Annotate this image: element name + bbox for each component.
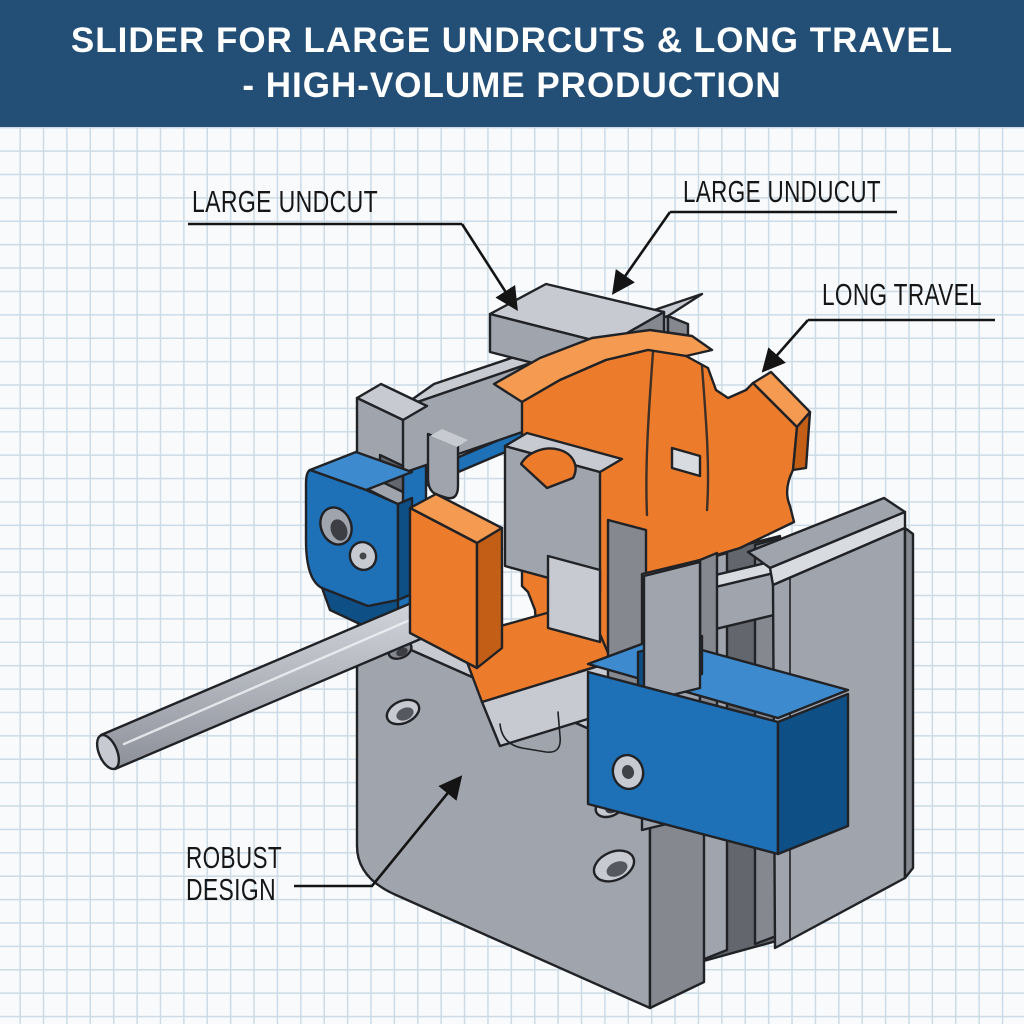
right-blue-clamp [586, 560, 850, 856]
callout-large-undcut-arrow [460, 223, 518, 311]
callout-robust-design-arrow [294, 775, 463, 888]
clamp-bolt [611, 753, 645, 791]
retainer-hole [319, 506, 353, 546]
orange-pin-block [408, 492, 504, 670]
wedge-block [670, 446, 702, 478]
title-line-1: SLIDER FOR LARGE UNDRCUTS & LONG TRAVEL [70, 20, 954, 60]
base-counterbore-bottom [592, 849, 636, 883]
callout-robust-design: ROBUST DESIGN [186, 775, 463, 907]
callout-long-travel-text: LONG TRAVEL [822, 277, 982, 312]
mold-slider-assembly [95, 282, 915, 1010]
callout-large-unducut-arrow [611, 211, 672, 295]
callout-large-unducut-text: LARGE UNDUCUT [683, 174, 881, 209]
callout-robust-design-line1: ROBUST [186, 840, 282, 875]
base-counterbore-left [385, 698, 421, 726]
retainer-bolt [348, 540, 378, 572]
callout-robust-design-line2: DESIGN [186, 872, 276, 907]
title-line-2: - HIGH-VOLUME PRODUCTION [242, 65, 782, 105]
callout-large-unducut: LARGE UNDUCUT [611, 174, 897, 295]
callout-large-undcut-text: LARGE UNDCUT [192, 184, 378, 219]
callout-labels: LARGE UNDCUT LARGE UNDUCUT LONG TRAVEL R… [186, 174, 995, 907]
callout-long-travel-arrow [761, 319, 809, 373]
pocket-u-groove [499, 711, 562, 753]
callout-large-undcut: LARGE UNDCUT [188, 184, 518, 311]
title-banner: SLIDER FOR LARGE UNDRCUTS & LONG TRAVEL … [0, 0, 1024, 127]
step-block [546, 554, 602, 644]
bracket-arch [519, 447, 577, 490]
callout-long-travel: LONG TRAVEL [761, 277, 995, 373]
